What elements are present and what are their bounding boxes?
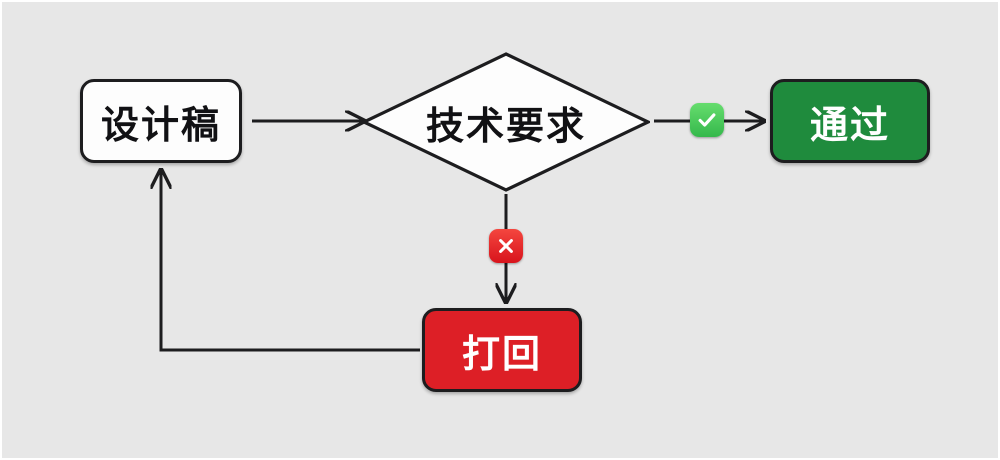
diamond-shape bbox=[362, 52, 650, 192]
edge-reject-to-design bbox=[161, 170, 420, 352]
node-technical-requirements-label: 技术要求 bbox=[425, 105, 586, 148]
node-technical-requirements[interactable]: 技术要求 bbox=[362, 52, 650, 192]
node-design-draft[interactable]: 设计稿 bbox=[80, 79, 242, 163]
node-pass[interactable]: 通过 bbox=[770, 79, 930, 163]
check-mark-icon bbox=[690, 103, 724, 137]
cross-mark-icon bbox=[489, 229, 523, 263]
node-reject-label: 打回 bbox=[461, 333, 542, 376]
node-pass-label: 通过 bbox=[809, 104, 890, 147]
node-reject[interactable]: 打回 bbox=[422, 308, 582, 392]
node-design-draft-label: 设计稿 bbox=[100, 104, 221, 147]
